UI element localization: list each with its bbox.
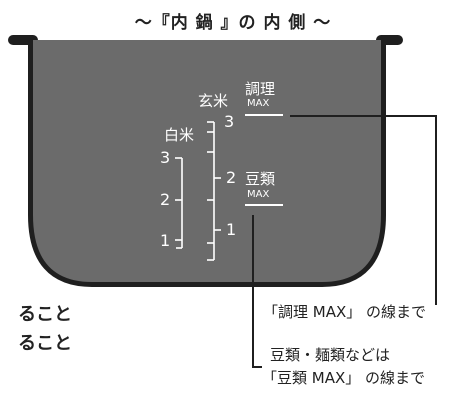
diagram-title: 〜『内 鍋 』の 内 側 〜 bbox=[134, 13, 332, 33]
left-scale bbox=[175, 157, 183, 249]
bean-callout-line1: 豆類・麺類などは bbox=[270, 346, 391, 364]
bean-max-sub: MAX bbox=[247, 189, 270, 200]
right-scale-1: 1 bbox=[226, 220, 237, 239]
left-scale-3: 3 bbox=[160, 148, 171, 167]
cook-leader-line bbox=[290, 115, 437, 305]
cook-max-callout: 「調理 MAX」 の線まで bbox=[263, 303, 427, 321]
right-scale bbox=[207, 121, 221, 261]
bean-callout-line2: 「豆類 MAX」 の線まで bbox=[262, 369, 426, 387]
cook-max-sub: MAX bbox=[247, 98, 270, 109]
brown-rice-label: 玄米 bbox=[198, 92, 229, 110]
cropped-text-1: ること bbox=[18, 304, 72, 325]
right-scale-3: 3 bbox=[224, 112, 235, 131]
white-rice-label: 白米 bbox=[164, 126, 195, 144]
left-scale-1: 1 bbox=[160, 231, 171, 250]
cropped-text-2: ること bbox=[18, 333, 72, 354]
pot-interior bbox=[33, 40, 381, 282]
right-scale-2: 2 bbox=[226, 168, 237, 187]
left-scale-2: 2 bbox=[160, 190, 171, 209]
bean-leader-line bbox=[252, 215, 262, 368]
cook-max-label: 調理 bbox=[245, 80, 276, 98]
bean-max-label: 豆類 bbox=[245, 170, 276, 188]
